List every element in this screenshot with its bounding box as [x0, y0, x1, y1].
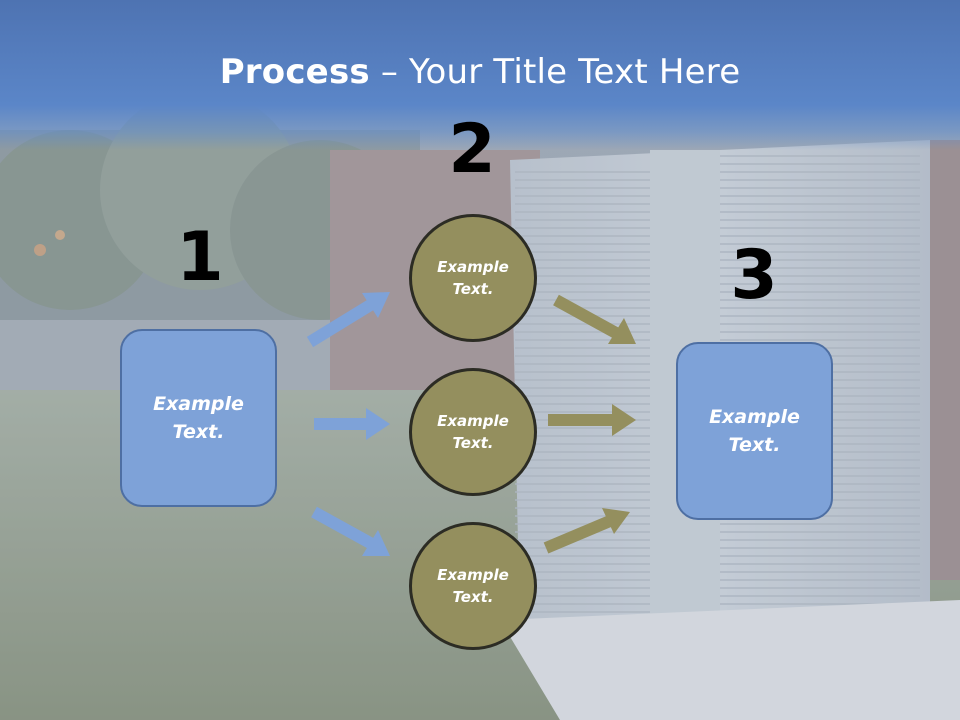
- arrow-1-to-branch-bottom: [311, 506, 390, 556]
- branch-circle-top: Example Text.: [409, 214, 537, 342]
- step-box-3: Example Text.: [676, 342, 833, 520]
- arrow-1-to-branch-top: [306, 292, 390, 348]
- branch-circle-bottom-label: Example Text.: [437, 565, 509, 607]
- arrow-branch-middle-to-3: [548, 404, 636, 436]
- title-bold: Process: [219, 52, 370, 92]
- arrow-branch-bottom-to-3: [543, 508, 630, 554]
- branch-circle-middle: Example Text.: [409, 368, 537, 496]
- arrow-1-to-branch-middle: [314, 408, 390, 440]
- step-number-1: 1: [176, 218, 224, 297]
- title-bar: [0, 0, 960, 150]
- step-box-1-label: Example Text.: [153, 392, 244, 444]
- slide-title: Process – Your Title Text Here: [0, 52, 960, 92]
- arrow-branch-top-to-3: [553, 294, 636, 344]
- title-rest: – Your Title Text Here: [369, 52, 741, 92]
- branch-circle-top-label: Example Text.: [437, 257, 509, 299]
- step-number-3: 3: [730, 236, 778, 315]
- step-box-1: Example Text.: [120, 329, 277, 507]
- branch-circle-middle-label: Example Text.: [437, 411, 509, 453]
- step-box-3-label: Example Text.: [709, 405, 800, 457]
- branch-circle-bottom: Example Text.: [409, 522, 537, 650]
- step-number-2: 2: [448, 110, 496, 189]
